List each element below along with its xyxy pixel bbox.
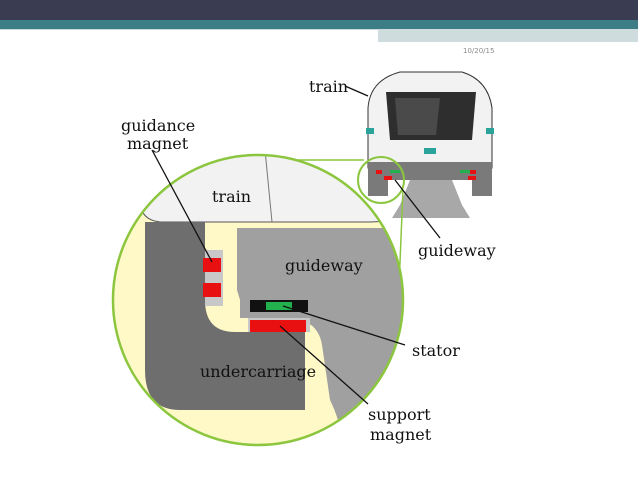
label-train-outer: train	[309, 77, 348, 96]
zoom-circle-small	[357, 156, 405, 204]
small-stator-right	[460, 170, 470, 173]
leader-stator	[282, 305, 406, 346]
small-magnet-right-2	[468, 176, 476, 180]
train-front-view	[366, 71, 494, 218]
label-support-line2: magnet	[370, 425, 432, 444]
slide-date: 10/20/15	[463, 47, 495, 55]
train-left-light	[366, 128, 374, 134]
small-stator-left	[390, 170, 400, 173]
label-undercarriage: undercarriage	[200, 362, 316, 381]
slide-divider-line	[0, 29, 378, 30]
undercarriage-section	[145, 222, 305, 410]
guidance-magnet-lower	[203, 283, 221, 297]
leader-train	[344, 85, 369, 97]
guidance-magnet-upper	[203, 258, 221, 272]
leader-guideway	[394, 179, 441, 239]
label-support-line1: support	[368, 405, 431, 424]
support-magnet	[250, 320, 306, 332]
label-guideway-inner: guideway	[285, 256, 363, 275]
slide-accent-bar	[0, 20, 638, 29]
small-magnet-left-2	[384, 176, 392, 180]
train-right-light	[486, 128, 494, 134]
slide-top-bar	[0, 0, 638, 20]
slide-right-accent	[378, 29, 638, 42]
label-guidance-line1: guidance	[121, 116, 195, 135]
label-stator: stator	[412, 341, 460, 360]
zoom-circle-large	[111, 153, 405, 447]
guideway-small	[392, 180, 470, 218]
train-window-reflection	[395, 98, 440, 135]
train-seam	[264, 155, 273, 223]
leader-guidance-magnet	[151, 149, 213, 263]
train-center-light	[424, 148, 436, 154]
small-magnet-right	[470, 170, 476, 174]
small-magnet-left	[376, 170, 382, 174]
label-train-inner: train	[212, 187, 251, 206]
stator-coil	[266, 302, 292, 310]
label-guideway-outer: guideway	[418, 241, 496, 260]
label-guidance-line2: magnet	[127, 134, 189, 153]
leader-support-magnet	[279, 325, 369, 405]
